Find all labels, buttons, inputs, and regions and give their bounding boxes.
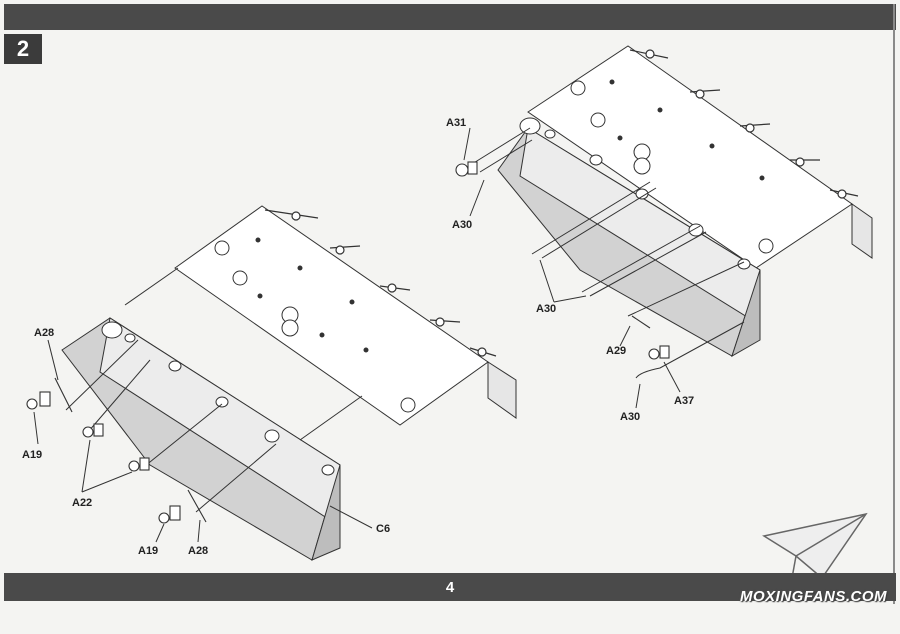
watermark-text: MOXINGFANS.COM [740, 588, 888, 605]
right-hull-assembly [455, 45, 873, 409]
callout-a30-top: A30 [452, 219, 472, 231]
left-suspension-parts [26, 377, 207, 524]
callout-a29: A29 [606, 345, 626, 357]
callout-a31: A31 [446, 117, 466, 129]
page-edge-rule [893, 4, 895, 604]
step-number-badge: 2 [4, 34, 42, 64]
callout-c6: C6 [376, 523, 390, 535]
callout-a28-top: A28 [34, 327, 54, 339]
callout-a22: A22 [72, 497, 92, 509]
callout-a37: A37 [674, 395, 694, 407]
page-number: 4 [445, 578, 455, 596]
footer-bar: 4 [4, 573, 896, 601]
callout-a30-mid: A30 [536, 303, 556, 315]
left-hull-assembly [26, 205, 517, 561]
paper-plane-logo-icon [762, 512, 868, 580]
callout-a19-bottom: A19 [138, 545, 158, 557]
right-suspension-parts [455, 161, 745, 379]
callout-a28-bottom: A28 [188, 545, 208, 557]
header-bar [4, 4, 896, 30]
callout-a19-left: A19 [22, 449, 42, 461]
step-number: 2 [16, 36, 30, 61]
callout-a30-bottom: A30 [620, 411, 640, 423]
